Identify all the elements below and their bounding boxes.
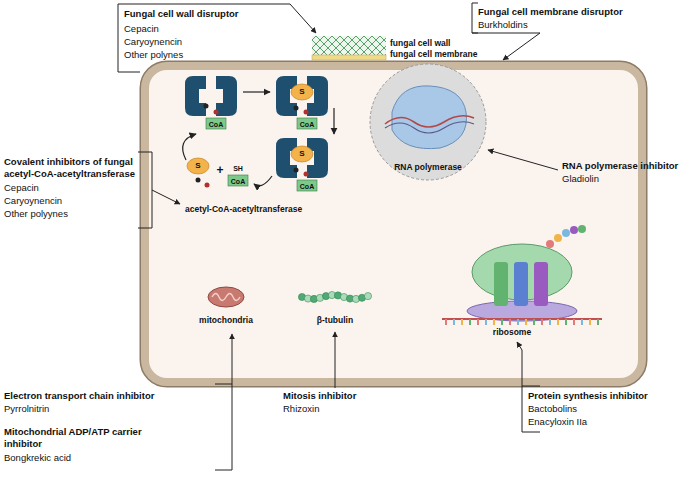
coa-label: CoA (300, 121, 314, 128)
part-label: fungal cell wall (390, 38, 450, 49)
coa-label: CoA (209, 121, 223, 128)
compound-name: Caryoynencin (124, 36, 182, 48)
compound-name: Pyrrolnitrin (4, 403, 49, 415)
compound-name: Other polynes (124, 49, 183, 61)
compound-name: Gladiolin (562, 173, 599, 185)
substrate-label: S (299, 150, 304, 158)
compound-name: Rhizoxin (283, 403, 319, 415)
callout-heading: Electron transport chain inhibitor (4, 390, 154, 402)
substrate-label: S (195, 162, 200, 170)
compound-name: Burkholdins (478, 19, 528, 31)
callout-heading: Fungal cell membrane disruptor (478, 6, 623, 18)
compound-name: Caryoynencin (4, 195, 62, 207)
part-label: acetyl-CoA-acetyltransferase (185, 204, 302, 215)
part-label: mitochondria (199, 315, 253, 326)
callout-heading: Fungal cell wall disruptor (124, 8, 239, 20)
callout-heading: Covalent inhibitors of fungal acetyl-CoA… (4, 156, 146, 181)
compound-name: Enacyloxin IIa (528, 416, 587, 428)
thiol-label: SH (233, 165, 243, 172)
callout-heading: Mitosis inhibitor (283, 390, 356, 402)
part-label: ribosome (493, 327, 531, 338)
compound-name: Bongkrekic acid (4, 452, 71, 464)
compound-name: Bactobolins (528, 403, 577, 415)
callout-heading: Mitochondrial ADP/ATP carrier inhibitor (4, 426, 154, 451)
compound-name: Other polyynes (4, 208, 68, 220)
callout-heading: Protein synthesis inhibitor (528, 390, 648, 402)
substrate-label: S (299, 88, 304, 96)
coa-label: CoA (231, 178, 245, 185)
callout-heading: RNA polymerase inhibitor (562, 160, 678, 172)
compound-name: Cepacin (124, 23, 159, 35)
part-label: RNA polymerase (394, 162, 462, 173)
part-label: β-tubulin (317, 315, 353, 326)
plus-sign: + (216, 164, 223, 176)
part-label: fungal cell membrane (390, 49, 477, 60)
coa-label: CoA (300, 183, 314, 190)
compound-name: Cepacin (4, 182, 39, 194)
